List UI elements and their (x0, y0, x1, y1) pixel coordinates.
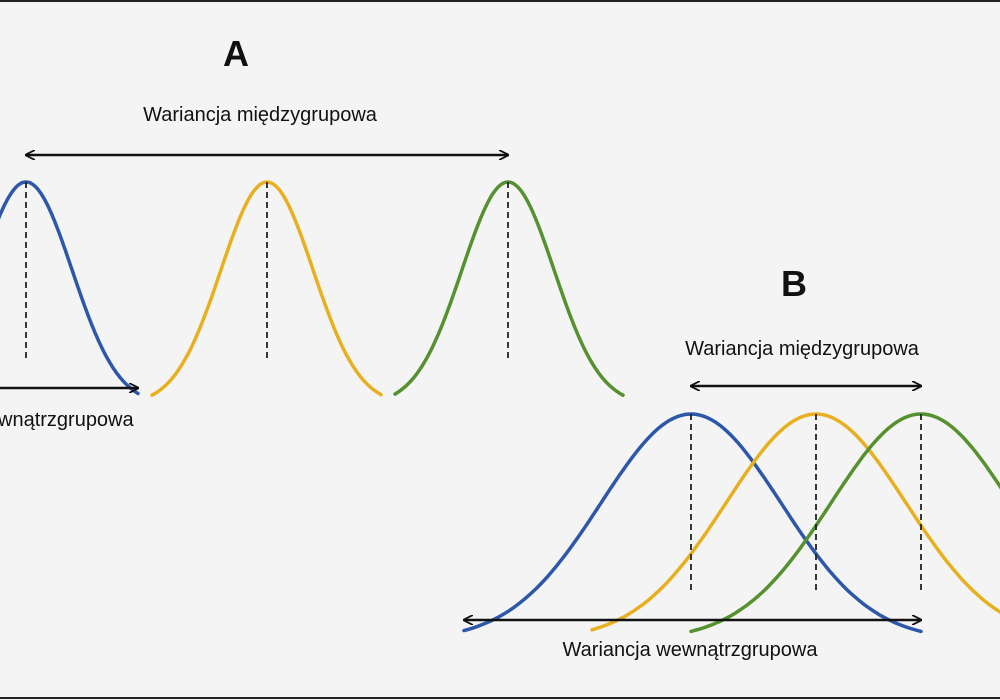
panel-a-between-label: Wariancja międzygrupowa (143, 104, 378, 126)
panel-a: A Wariancja międzygrupowa wnątrzgrupowa (0, 33, 625, 431)
panel-b-between-label: Wariancja międzygrupowa (685, 338, 920, 360)
panel-b-within-label: Wariancja wewnątrzgrupowa (563, 639, 819, 661)
panel-b-curve-yellow (590, 412, 1000, 632)
panel-a-within-label: wnątrzgrupowa (0, 409, 135, 431)
panel-a-curve-green (393, 180, 625, 397)
panel-b-curve-green (689, 412, 1000, 634)
panel-b-curve-blue (462, 412, 923, 634)
panel-b: B Wariancja międzygrupowa Wariancja wewn… (462, 263, 1000, 661)
panel-a-curve-blue (0, 180, 140, 396)
panel-a-letter: A (223, 33, 249, 74)
panel-b-letter: B (781, 263, 807, 304)
